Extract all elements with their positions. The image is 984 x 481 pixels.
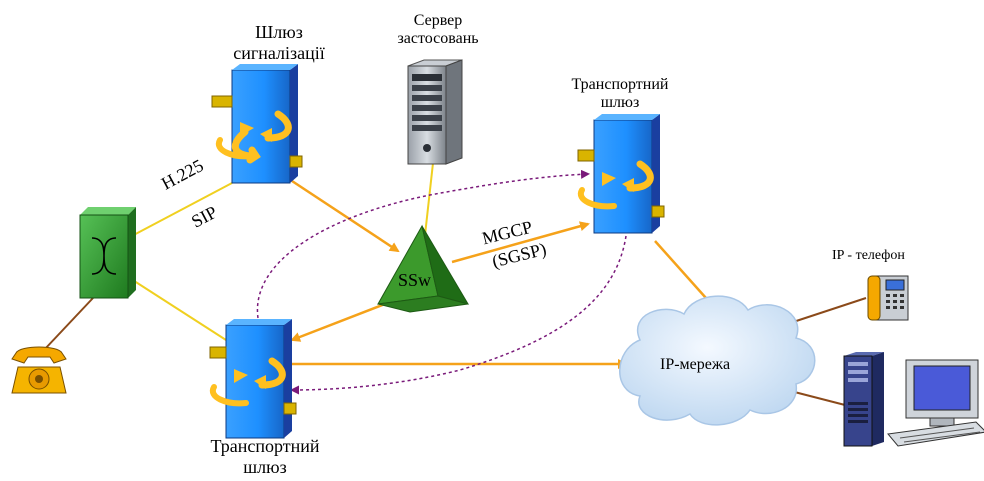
link-switch-telephone <box>43 297 94 351</box>
transport-gateway-top-label-line2: шлюз <box>600 94 640 112</box>
dashed-path-lower <box>290 235 627 395</box>
pc-icon <box>843 352 984 447</box>
ssw-label: SSw <box>398 270 432 290</box>
ip-network-label: IP-мережа <box>660 356 731 373</box>
app-server-label-line1: Сервер <box>413 12 463 29</box>
transport-gateway-bottom-label-line2: шлюз <box>243 456 287 477</box>
app-server-label: Сервер застосовань <box>383 12 493 49</box>
link-app-server-ssw <box>424 162 434 236</box>
link-switch-signaling-gateway <box>127 182 233 239</box>
gateway-icon <box>209 319 297 439</box>
cloud-icon <box>619 295 816 426</box>
switch-icon <box>79 207 136 299</box>
transport-gateway-top-label: Транспортний шлюз <box>555 76 685 113</box>
gateway-icon <box>211 64 303 184</box>
transport-gateway-top-label-line1: Транспортний <box>571 76 669 93</box>
transport-gateway-bottom-label: Транспортний шлюз <box>190 436 340 477</box>
arrow-ssw-transport-gateway-top <box>451 221 590 264</box>
transport-gateway-bottom-label-line1: Транспортний <box>210 436 320 456</box>
signaling-gateway-label: Шлюз сигналізації <box>224 22 334 63</box>
softswitch-icon <box>377 224 470 313</box>
arrow-transport-top-cloud <box>654 240 716 309</box>
arrow-ssw-transport-gateway-bottom <box>290 300 391 342</box>
gateway-icon <box>577 114 665 234</box>
ip-phone-label: IP - телефон <box>832 248 905 263</box>
signaling-gateway-label-line2: сигналізації <box>233 42 325 63</box>
telephone-icon <box>11 346 67 394</box>
ip-phone-icon <box>867 275 909 321</box>
dashed-path-upper <box>256 169 590 319</box>
app-server-label-line2: застосовань <box>397 30 479 48</box>
link-switch-transport-gateway-bottom <box>127 276 227 341</box>
signaling-gateway-label-line1: Шлюз <box>255 22 303 42</box>
arrow-signaling-gateway-ssw <box>291 179 400 253</box>
server-icon <box>407 59 463 165</box>
